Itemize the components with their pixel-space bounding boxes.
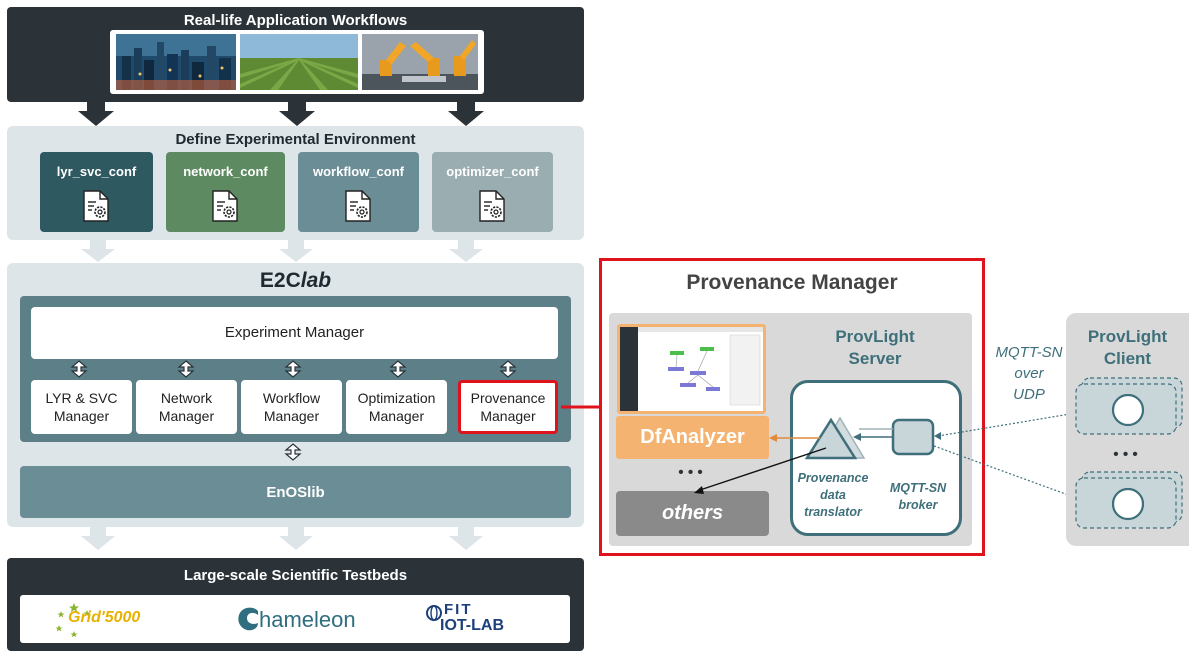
dfanalyzer-screenshot	[617, 324, 766, 414]
manager-line1: Optimization	[357, 390, 436, 406]
others-box: others	[616, 491, 769, 536]
conf-label: lyr_svc_conf	[56, 163, 137, 179]
mqtt-line1: MQTT-SN	[995, 343, 1063, 361]
conf-network: network_conf	[166, 152, 285, 232]
testbeds-logo-strip: Grid'5000 hameleon FIT IOT-LAB	[20, 595, 570, 643]
manager-line1: Network	[160, 390, 213, 406]
manager-line2: Manager	[53, 408, 110, 424]
conf-label: network_conf	[183, 163, 268, 179]
bidirectional-arrow-icon	[389, 360, 407, 378]
conf-label: workflow_conf	[312, 163, 404, 179]
bidirectional-arrow-icon	[499, 360, 517, 378]
city-image	[116, 34, 236, 90]
workflows-image-strip	[110, 30, 484, 94]
grid5000-logo-text: Grid'5000	[68, 609, 141, 626]
client-device-icon	[1075, 471, 1183, 529]
broker-label: MQTT-SN broker	[876, 478, 960, 516]
iotlab-logo-text: IOT-LAB	[440, 617, 504, 634]
document-gear-icon	[345, 190, 371, 222]
conf-workflow: workflow_conf	[298, 152, 419, 232]
provlight-client-title: ProvLight Client	[1066, 326, 1189, 370]
testbeds-title: Large-scale Scientific Testbeds	[183, 566, 408, 584]
manager-line2: Manager	[263, 408, 320, 424]
manager-line2: Manager	[158, 408, 215, 424]
mqtt-line3: UDP	[1013, 385, 1045, 403]
globe-icon	[426, 605, 442, 621]
dark-down-arrow	[78, 102, 484, 126]
more-tools-dots: •••	[678, 464, 707, 481]
provlight-server-line1: ProvLight	[835, 327, 915, 346]
manager-workflow: Workflow Manager	[241, 380, 342, 434]
manager-line1: LYR & SVC	[45, 390, 118, 406]
translator-triangle-icon	[804, 416, 866, 460]
provlight-server-title: ProvLight Server	[790, 326, 960, 370]
client-devices	[1075, 377, 1183, 529]
manager-line2: Manager	[368, 408, 425, 424]
translator-label: Provenance data translator	[790, 468, 876, 522]
arrowhead-black	[694, 486, 704, 494]
translator-line1: Provenance	[797, 470, 869, 485]
fit-iotlab-logo: FIT IOT-LAB	[426, 601, 526, 639]
chameleon-logo-text: hameleon	[259, 607, 356, 632]
fit-logo-text: FIT	[444, 601, 473, 618]
manager-lyr-svc: LYR & SVC Manager	[31, 380, 132, 434]
bidirectional-arrow-icon	[70, 360, 88, 378]
workflows-title: Real-life Application Workflows	[183, 11, 408, 29]
manager-line2: Manager	[480, 408, 536, 424]
translator-others-arrow	[699, 447, 827, 491]
e2clab-title-italic: lab	[300, 269, 332, 292]
client-device-icon	[1075, 377, 1183, 435]
provlight-server-line2: Server	[848, 349, 902, 368]
translator-line2: data	[820, 487, 846, 502]
broker-line2: broker	[898, 498, 938, 512]
provlight-client-line1: ProvLight	[1087, 327, 1168, 346]
manager-line1: Workflow	[262, 390, 321, 406]
light-down-arrow	[81, 240, 483, 550]
broker-node-icon	[891, 418, 935, 456]
dfanalyzer-box: DfAnalyzer	[616, 416, 769, 459]
env-title: Define Experimental Environment	[175, 130, 416, 148]
client-more-dots: •••	[1113, 446, 1142, 463]
translator-line3: translator	[804, 504, 862, 519]
provenance-manager-title: Provenance Manager	[686, 271, 898, 294]
manager-network: Network Manager	[136, 380, 237, 434]
document-gear-icon	[212, 190, 238, 222]
mqtt-protocol-label: MQTT-SN over UDP	[988, 340, 1070, 406]
broker-line1: MQTT-SN	[889, 481, 947, 495]
arrowhead-dotted	[934, 432, 941, 440]
industrial-robots-image	[362, 34, 478, 90]
star-ring-icon	[55, 603, 91, 637]
left-flow-arrows	[78, 102, 484, 550]
farm-field-image	[240, 34, 358, 90]
conf-optimizer: optimizer_conf	[432, 152, 553, 232]
arrowhead-orange	[769, 434, 777, 442]
bidirectional-arrow-icon	[284, 360, 302, 378]
experiment-manager: Experiment Manager	[31, 307, 558, 359]
bidirectional-arrow-icon	[177, 360, 195, 378]
e2clab-title-main: E2C	[259, 269, 301, 292]
dfanalyzer-ui-preview	[620, 327, 763, 411]
grid5000-logo: Grid'5000	[54, 601, 164, 637]
conf-label: optimizer_conf	[446, 163, 539, 179]
bidirectional-arrows	[70, 360, 517, 461]
mqtt-dotted-line	[937, 411, 1083, 437]
conf-lyr-svc: lyr_svc_conf	[40, 152, 153, 232]
manager-line1: Provenance	[470, 390, 546, 406]
document-gear-icon	[83, 190, 109, 222]
enoslib-box: EnOSlib	[20, 466, 571, 518]
manager-optimization: Optimization Manager	[346, 380, 447, 434]
manager-provenance: Provenance Manager	[458, 380, 558, 434]
chameleon-c-icon	[238, 607, 258, 631]
arrowhead-left	[853, 433, 861, 441]
mqtt-line2: over	[1014, 364, 1044, 382]
bidirectional-arrow-icon	[284, 443, 302, 461]
provlight-client-line2: Client	[1103, 349, 1152, 368]
chameleon-logo: hameleon	[236, 603, 366, 637]
workflow-images	[116, 34, 478, 90]
document-gear-icon	[479, 190, 505, 222]
